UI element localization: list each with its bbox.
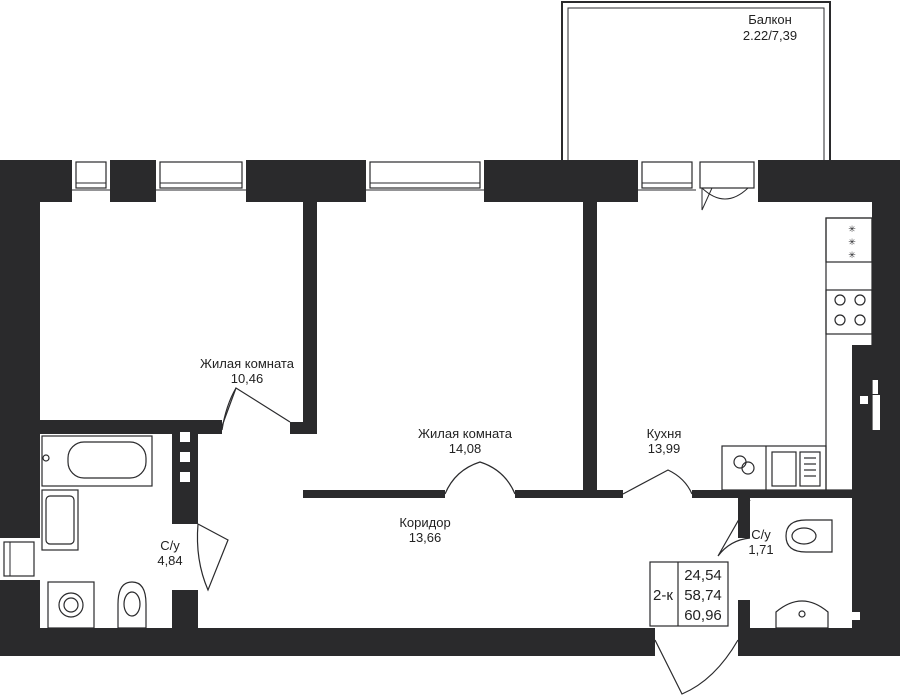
wall-room1-room2 xyxy=(303,200,317,422)
wall-notch-4 xyxy=(872,380,878,394)
window-bathroom-side xyxy=(0,538,40,580)
kitchen-area: 13,99 xyxy=(648,441,681,456)
wall-room2-kitchen xyxy=(583,200,597,492)
sink-bath xyxy=(41,489,79,551)
kitchen-counter-bottom xyxy=(721,445,827,491)
hood-vents-icon: ✳ xyxy=(848,224,856,234)
wall-bottom-right xyxy=(738,628,900,656)
kitchen-drainer xyxy=(799,451,821,487)
wc-area: 1,71 xyxy=(748,542,773,557)
window-room2 xyxy=(366,160,484,202)
wall-notch-1 xyxy=(834,504,846,614)
door-entrance xyxy=(654,639,739,695)
wall-right-lower xyxy=(880,395,900,430)
stove xyxy=(825,289,873,335)
bathroom-area: 4,84 xyxy=(157,553,182,568)
balcony-door xyxy=(696,160,758,211)
door-wc xyxy=(717,499,751,557)
washing-machine xyxy=(47,581,95,629)
summary-total-with-balcony: 60,96 xyxy=(684,607,722,624)
door-kitchen xyxy=(622,469,693,495)
sink-wc xyxy=(775,600,829,629)
wall-notch-2 xyxy=(860,396,868,404)
svg-text:✳: ✳ xyxy=(848,250,856,260)
summary-frame xyxy=(649,561,729,627)
room1-area: 10,46 xyxy=(231,371,264,386)
summary-living-area: 24,54 xyxy=(684,567,722,584)
corridor-name: Коридор xyxy=(399,515,450,530)
wall-kitchen-right xyxy=(852,345,872,498)
balcony-name: Балкон xyxy=(748,12,792,27)
room-labels: Балкон 2.22/7,39 Жилая комната 10,46 Жил… xyxy=(157,12,797,568)
wall-wc-left xyxy=(738,498,750,538)
bathtub-inner xyxy=(67,441,147,479)
toilet-bath xyxy=(117,581,147,629)
toilet-wc xyxy=(785,519,833,553)
wall-wc-left-lower xyxy=(738,600,750,630)
door-room1-arc xyxy=(221,387,237,431)
door-room1 xyxy=(221,387,291,427)
stove-burner-icon xyxy=(834,294,846,306)
wc-name: С/у xyxy=(751,527,771,542)
bathtub xyxy=(41,435,153,487)
wall-bath-top-right xyxy=(198,420,222,434)
wall-room2-bottom-left xyxy=(303,490,445,498)
wall-right-upper xyxy=(872,160,900,345)
sink-bath-basin xyxy=(45,495,75,545)
hood xyxy=(825,217,873,263)
window-room1-small xyxy=(72,160,110,202)
bathroom-fixtures xyxy=(41,435,153,629)
kitchen-fixtures: ✳ ✳ ✳ xyxy=(721,217,873,491)
bathtub-tap-icon xyxy=(42,454,50,462)
bathroom-name: С/у xyxy=(160,538,180,553)
wall-bath-right-lower xyxy=(172,590,198,630)
walls xyxy=(0,160,900,656)
room2-area: 14,08 xyxy=(449,441,482,456)
door-room2 xyxy=(444,461,516,495)
wall-room1-bottom xyxy=(0,420,222,434)
room1-name: Жилая комната xyxy=(200,356,295,371)
balcony-area: 2.22/7,39 xyxy=(743,28,797,43)
kitchen-name: Кухня xyxy=(647,426,682,441)
window-kitchen xyxy=(638,160,696,202)
kitchen-sink xyxy=(771,451,797,487)
wall-kitchen-bottom-left xyxy=(583,490,623,498)
wall-room1-stub xyxy=(290,422,317,434)
summary-type: 2-к xyxy=(653,587,673,604)
ventilation-shafts xyxy=(180,432,190,482)
room2-name: Жилая комната xyxy=(418,426,513,441)
wall-notch-3 xyxy=(852,612,860,620)
wall-bottom-left xyxy=(0,628,655,656)
wall-kitchen-bottom-right xyxy=(692,490,852,498)
kitchen-appliance-icon xyxy=(733,455,747,469)
area-summary: 2-к 24,54 58,74 60,96 xyxy=(649,561,729,627)
summary-total-area: 58,74 xyxy=(684,587,722,604)
windows xyxy=(0,160,758,580)
doors xyxy=(196,387,751,695)
door-bath xyxy=(196,523,229,592)
svg-text:✳: ✳ xyxy=(848,237,856,247)
wall-wc-bottom-stub xyxy=(738,628,762,638)
corridor-area: 13,66 xyxy=(409,530,442,545)
washing-machine-drum-icon xyxy=(58,592,84,618)
wall-room2-bottom-right xyxy=(515,490,597,498)
wc-fixtures xyxy=(775,519,833,629)
window-room1-large xyxy=(156,160,246,202)
